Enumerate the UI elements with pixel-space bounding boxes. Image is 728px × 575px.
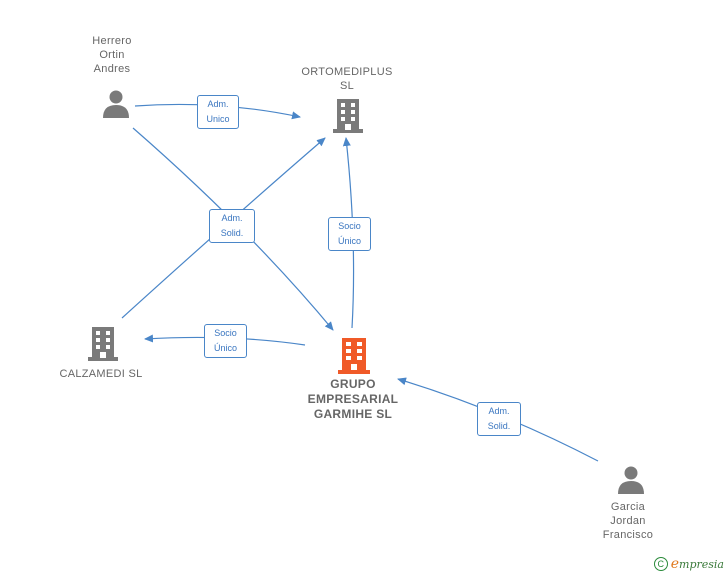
node-label-grupo: GRUPO EMPRESARIAL GARMIHE SL [307, 377, 399, 421]
node-label-calzamedi: CALZAMEDI SL [59, 368, 143, 380]
building-icon[interactable] [333, 99, 363, 133]
edge-label-socio-unico-ortomediplus: Socio Único [328, 217, 371, 251]
copyright-icon: C [653, 557, 668, 571]
person-icon[interactable] [101, 89, 131, 119]
edge-label-adm-solid-garcia: Adm. Solid. [477, 402, 521, 436]
brand-footer: C empresia [653, 556, 724, 572]
person-icon[interactable] [616, 465, 646, 495]
node-label-ortomediplus: ORTOMEDIPLUS SL [301, 66, 393, 92]
edge-label-adm-unico: Adm. Unico [197, 95, 239, 129]
edge-label-adm-solid-center: Adm. Solid. [209, 209, 255, 243]
brand-logo: empresia [670, 556, 724, 572]
node-label-herrero: Herrero Ortin Andres [92, 35, 132, 75]
building-icon[interactable] [88, 327, 118, 361]
edge-label-socio-unico-calzamedi: Socio Único [204, 324, 247, 358]
building-icon-focus[interactable] [338, 338, 370, 374]
node-label-garcia: Garcia Jordan Francisco [602, 501, 654, 541]
